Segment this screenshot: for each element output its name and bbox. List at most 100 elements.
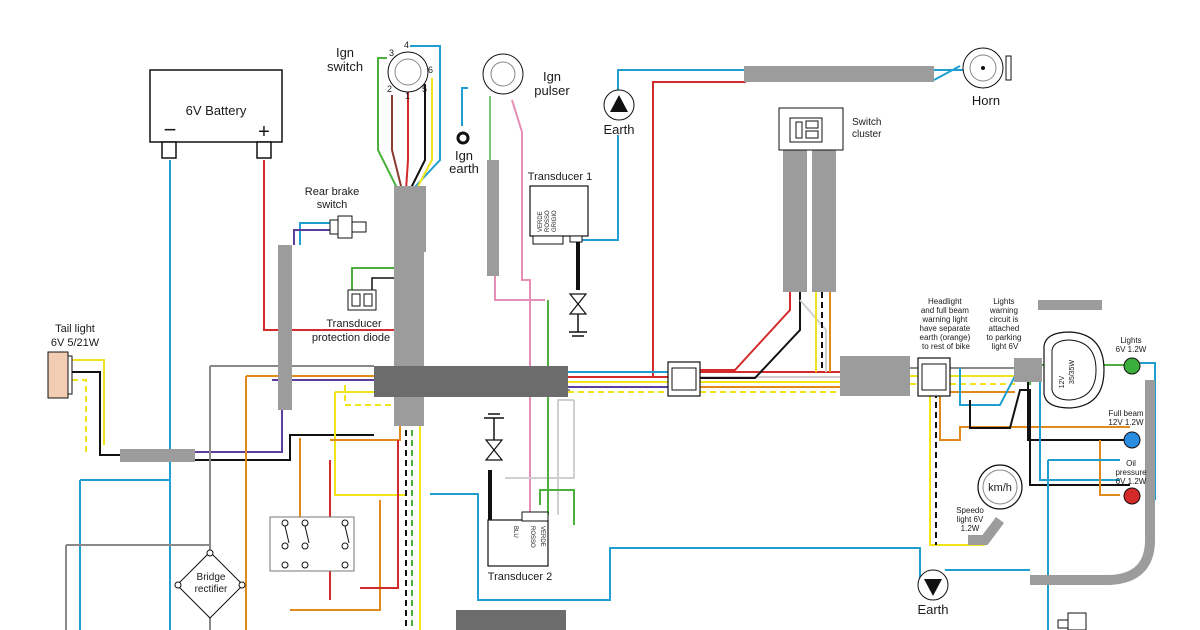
- tail-light: Tail light 6V 5/21W: [47, 323, 100, 399]
- speedo-light-label-1: Speedo: [956, 506, 984, 515]
- horn-label: Horn: [972, 93, 1000, 108]
- transducer2-label: Transducer 2: [488, 571, 552, 583]
- note2-line: warning: [989, 306, 1018, 315]
- note1-line: earth (orange): [920, 333, 971, 342]
- fullbeam-lamp: Full beam 12V 1.2W: [1108, 409, 1144, 449]
- ign-pin-6: 6: [428, 65, 433, 75]
- loom-headlamp-top: [1038, 300, 1102, 310]
- main-loom: [374, 366, 568, 397]
- loom-speedo: [968, 517, 1004, 545]
- oil-pressure-lamp: Oil pressure 6V 1.2W: [1115, 459, 1147, 505]
- oil-label-2: pressure: [1115, 468, 1147, 477]
- tail-light-label-1: Tail light: [55, 323, 95, 335]
- fullbeam-label-2: 12V 1.2W: [1108, 418, 1144, 427]
- loom-switch-left: [783, 150, 807, 292]
- earth-bottom-label: Earth: [917, 602, 948, 617]
- headlamp-label-1: 12V: [1059, 375, 1066, 388]
- svg-text:Lights warning cir: Lights warning circuit is attached to pa…: [986, 297, 1023, 351]
- earth-arrow-up-icon: [610, 95, 628, 112]
- note2-line: attached: [989, 324, 1020, 333]
- battery-label: 6V Battery: [186, 103, 247, 118]
- switch-cluster-label-2: cluster: [852, 129, 882, 140]
- rear-brake-label-2: switch: [317, 199, 348, 211]
- ign-switch-label-2: switch: [327, 59, 363, 74]
- tail-light-label-2: 6V 5/21W: [51, 337, 100, 349]
- headlamp-label-2: 35/35W: [1069, 360, 1076, 385]
- loom-right-curve: [1030, 380, 1155, 585]
- loom-tail: [120, 449, 195, 462]
- ign-pin-2: 2: [387, 84, 392, 94]
- connector-right: [917, 357, 951, 397]
- ign-earth: Ign earth: [449, 131, 479, 176]
- t2-wire-blu: BLU: [512, 526, 518, 538]
- earth-bottom: Earth: [917, 569, 949, 617]
- note2-line: to parking: [986, 333, 1021, 342]
- bridge-label-2: rectifier: [195, 584, 228, 595]
- transducer-1: Transducer 1 VERDE ROSSO GRIGIO: [528, 171, 592, 245]
- note1-line: Headlight: [928, 297, 963, 306]
- ign-switch: Ign switch 3 4 6 2 1 5: [327, 40, 433, 101]
- lights-label-2: 6V 1.2W: [1116, 345, 1147, 354]
- loom-right-headlamp: [840, 356, 910, 396]
- ign-pulser-label-1: Ign: [543, 69, 561, 84]
- loom-headlamp-conn: [1014, 358, 1042, 382]
- loom-bottom: [456, 610, 566, 630]
- note-headlight-earth: Headlight and full beam warning light ha…: [920, 297, 973, 351]
- ign-earth-terminal: [456, 131, 470, 145]
- note2-line: Lights: [993, 297, 1014, 306]
- note1-line: and full beam: [921, 306, 969, 315]
- bridge-rectifier: Bridge rectifier: [174, 549, 246, 619]
- bridge-label-1: Bridge: [197, 572, 226, 583]
- oil-pressure-switch: [1057, 612, 1087, 630]
- earth-top-label: Earth: [603, 122, 634, 137]
- t2-wire-verde: VERDE: [539, 526, 545, 547]
- speedo-light-label-2: light 6V: [957, 515, 984, 524]
- transducer-2: BLU ROSSO VERDE Transducer 2: [484, 413, 552, 583]
- loom-ign: [394, 186, 426, 252]
- speedometer: km/h Speedo light 6V 1.2W: [956, 464, 1023, 533]
- horn-icon: [1005, 55, 1012, 81]
- battery-plus: +: [258, 121, 270, 143]
- transducer-protection-diode: Transducer protection diode: [312, 289, 390, 344]
- ign-pin-5: 5: [422, 84, 427, 94]
- lights-label-1: Lights: [1120, 336, 1141, 345]
- note2-line: light 6V: [992, 342, 1019, 351]
- loom-horn: [744, 66, 934, 82]
- t1-wire-rosso: ROSSO: [545, 210, 551, 232]
- ign-switch-label-1: Ign: [336, 45, 354, 60]
- ign-pin-4: 4: [404, 40, 409, 50]
- transducer1-label: Transducer 1: [528, 171, 592, 183]
- wires: [65, 45, 1156, 630]
- fuse-icon: [484, 413, 504, 461]
- headlamp: 12V 35/35W: [1043, 331, 1105, 409]
- svg-text:Headlight and full beam: Headlight and full beam warning light ha…: [920, 297, 973, 351]
- loom-left-vertical: [278, 245, 292, 410]
- earth-arrow-down-icon: [924, 579, 942, 596]
- horn: Horn: [962, 47, 1012, 108]
- t2-wire-rosso: ROSSO: [529, 526, 535, 548]
- ign-pulser: Ign pulser: [482, 53, 570, 98]
- battery: 6V Battery − +: [149, 69, 283, 159]
- loom-pulser: [487, 160, 499, 276]
- looms: [120, 66, 1155, 630]
- ign-pulser-label-2: pulser: [534, 83, 570, 98]
- fuse-icon: [568, 293, 588, 337]
- loom-switch-right: [812, 150, 836, 292]
- diode-label-2: protection diode: [312, 332, 390, 344]
- rear-brake-switch: Rear brake switch: [305, 186, 367, 239]
- ign-earth-label-1: Ign: [455, 148, 473, 163]
- note1-line: warning light: [921, 315, 968, 324]
- rear-brake-label-1: Rear brake: [305, 186, 359, 198]
- oil-label-3: 6V 1.2W: [1116, 477, 1147, 486]
- switch-cluster-label-1: Switch: [852, 117, 881, 128]
- ign-earth-label-2: earth: [449, 161, 479, 176]
- ign-pin-1: 1: [405, 91, 410, 101]
- loom-vertical-main: [394, 252, 424, 426]
- note2-line: circuit is: [989, 315, 1018, 324]
- speedo-label: km/h: [988, 482, 1012, 494]
- note1-line: have separate: [920, 324, 971, 333]
- t1-wire-grigio: GRIGIO: [552, 210, 558, 232]
- speedo-light-label-3: 1.2W: [961, 524, 980, 533]
- t1-wire-verde: VERDE: [538, 211, 544, 232]
